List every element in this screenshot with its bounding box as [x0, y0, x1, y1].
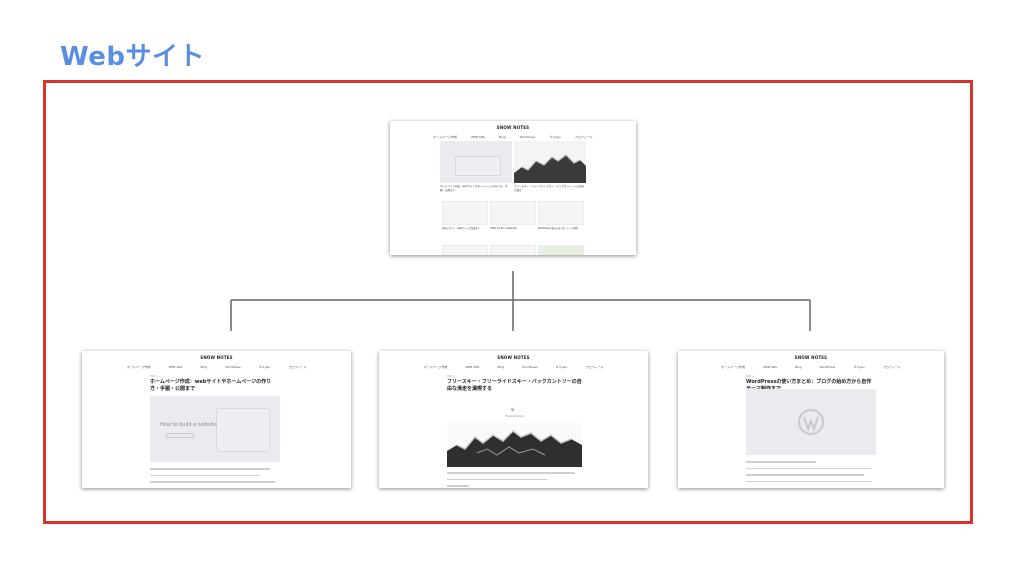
- article-page-thumbnail-2[interactable]: SNOW NOTES ホームページ作成 WEB SNS Blog WordPre…: [379, 351, 648, 488]
- site-logo: SNOW NOTES: [496, 125, 530, 130]
- body-text-line: [150, 474, 260, 476]
- nav-item[interactable]: ホームページ作成: [721, 365, 746, 369]
- post-card-image[interactable]: [490, 245, 536, 255]
- post-card-image[interactable]: [490, 201, 536, 225]
- site-logo: SNOW NOTES: [794, 355, 828, 360]
- diagram-title: Webサイト: [60, 42, 205, 72]
- nav-item[interactable]: プロフィール: [574, 135, 593, 139]
- post-card-title[interactable]: HTML & CSS・JavaScript: [490, 227, 517, 230]
- body-text-line: [746, 474, 864, 476]
- home-page-thumbnail[interactable]: SNOW NOTES ホームページ作成 WEB SNS Blog WordPre…: [390, 121, 636, 255]
- nav-item[interactable]: ｄｏgen: [549, 135, 561, 139]
- nav-item[interactable]: WEB SNS: [168, 365, 183, 369]
- post-card-image[interactable]: [440, 141, 512, 183]
- body-text-line: [447, 485, 469, 487]
- mountain-image: [447, 423, 582, 467]
- nav-item[interactable]: WordPress: [519, 135, 536, 139]
- body-text-line: [150, 481, 275, 483]
- nav-item[interactable]: WEB SNS: [763, 365, 777, 369]
- thumbnail-caption: Freeride Skiing: [505, 415, 524, 418]
- nav-item[interactable]: WEB SNS: [471, 135, 485, 139]
- nav-item[interactable]: WordPress: [522, 365, 538, 369]
- nav-item[interactable]: Blog: [497, 365, 505, 369]
- nav-item[interactable]: WordPress: [225, 365, 241, 369]
- breadcrumb[interactable]: TOP > ...: [746, 375, 758, 378]
- post-card-title[interactable]: フリースキー・フリーライドスキー・バックカントリーの自由な滑走: [514, 185, 584, 192]
- nav-item[interactable]: プロフィール: [288, 365, 307, 369]
- body-text-line: [447, 478, 547, 480]
- site-nav: ホームページ作成 WEB SNS Blog WordPress ｄｏgen プロ…: [678, 365, 944, 369]
- post-card-image[interactable]: [442, 201, 488, 225]
- post-card-image[interactable]: [538, 245, 584, 255]
- post-card-title[interactable]: ホームページ作成：webサイトやホームページの作り方・手順・公開まで: [440, 185, 508, 192]
- nav-item[interactable]: Blog: [794, 365, 802, 369]
- nav-item[interactable]: ホームページ作成: [126, 365, 151, 369]
- nav-item[interactable]: プロフィール: [882, 365, 901, 369]
- nav-item[interactable]: ホームページ作成: [423, 365, 448, 369]
- breadcrumb[interactable]: TOP > ...: [447, 375, 459, 378]
- post-card-image[interactable]: [538, 201, 584, 225]
- nav-item[interactable]: WordPress: [819, 365, 836, 369]
- body-text-line: [150, 468, 270, 470]
- site-frame: [43, 80, 973, 524]
- nav-item[interactable]: Blog: [498, 135, 506, 139]
- thumbnail-caption: How to build a website: [160, 422, 218, 428]
- mountain-image: [514, 141, 586, 183]
- breadcrumb[interactable]: TOP > ...: [150, 375, 162, 378]
- site-nav: ホームページ作成 WEB SNS Blog WordPress ｄｏgen プロ…: [390, 135, 636, 139]
- body-text-line: [746, 461, 816, 463]
- nav-item[interactable]: プロフィール: [585, 365, 604, 369]
- site-nav: ホームページ作成 WEB SNS Blog WordPress ｄｏgen プロ…: [82, 365, 351, 369]
- nav-item[interactable]: Blog: [200, 365, 208, 369]
- site-logo: SNOW NOTES: [497, 355, 530, 360]
- nav-item[interactable]: ｄｏgen: [258, 365, 271, 369]
- post-card-title[interactable]: WordPressの使い方まとめ・テーマ制作: [538, 227, 578, 230]
- post-card-image[interactable]: [442, 245, 488, 255]
- article-page-thumbnail-3[interactable]: SNOW NOTES ホームページ作成 WEB SNS Blog WordPre…: [678, 351, 944, 488]
- post-title: フリースキー・フリーライドスキー・バックカントリーの自由な滑走を満喫する: [447, 379, 582, 392]
- post-card-title[interactable]: webデザイン・webサイトの作成まで: [442, 227, 480, 230]
- nav-item[interactable]: ｄｏgen: [555, 365, 568, 369]
- body-text-line: [447, 472, 575, 474]
- body-text-line: [746, 480, 872, 482]
- body-text-line: [746, 467, 871, 469]
- site-nav: ホームページ作成 WEB SNS Blog WordPress ｄｏgen プロ…: [379, 365, 648, 369]
- nav-item[interactable]: ｄｏgen: [853, 365, 865, 369]
- post-title: ホームページ作成：webサイトやホームページの作り方・手順・公開まで: [150, 379, 272, 392]
- nav-item[interactable]: ホームページ作成: [433, 135, 458, 139]
- site-logo: SNOW NOTES: [200, 355, 233, 360]
- post-thumbnail: [746, 389, 876, 455]
- snowflake-icon: ✳: [510, 407, 516, 414]
- post-thumbnail: How to build a website: [150, 396, 280, 462]
- nav-item[interactable]: WEB SNS: [465, 365, 480, 369]
- wordpress-icon: [798, 409, 824, 435]
- article-page-thumbnail-1[interactable]: SNOW NOTES ホームページ作成 WEB SNS Blog WordPre…: [82, 351, 351, 488]
